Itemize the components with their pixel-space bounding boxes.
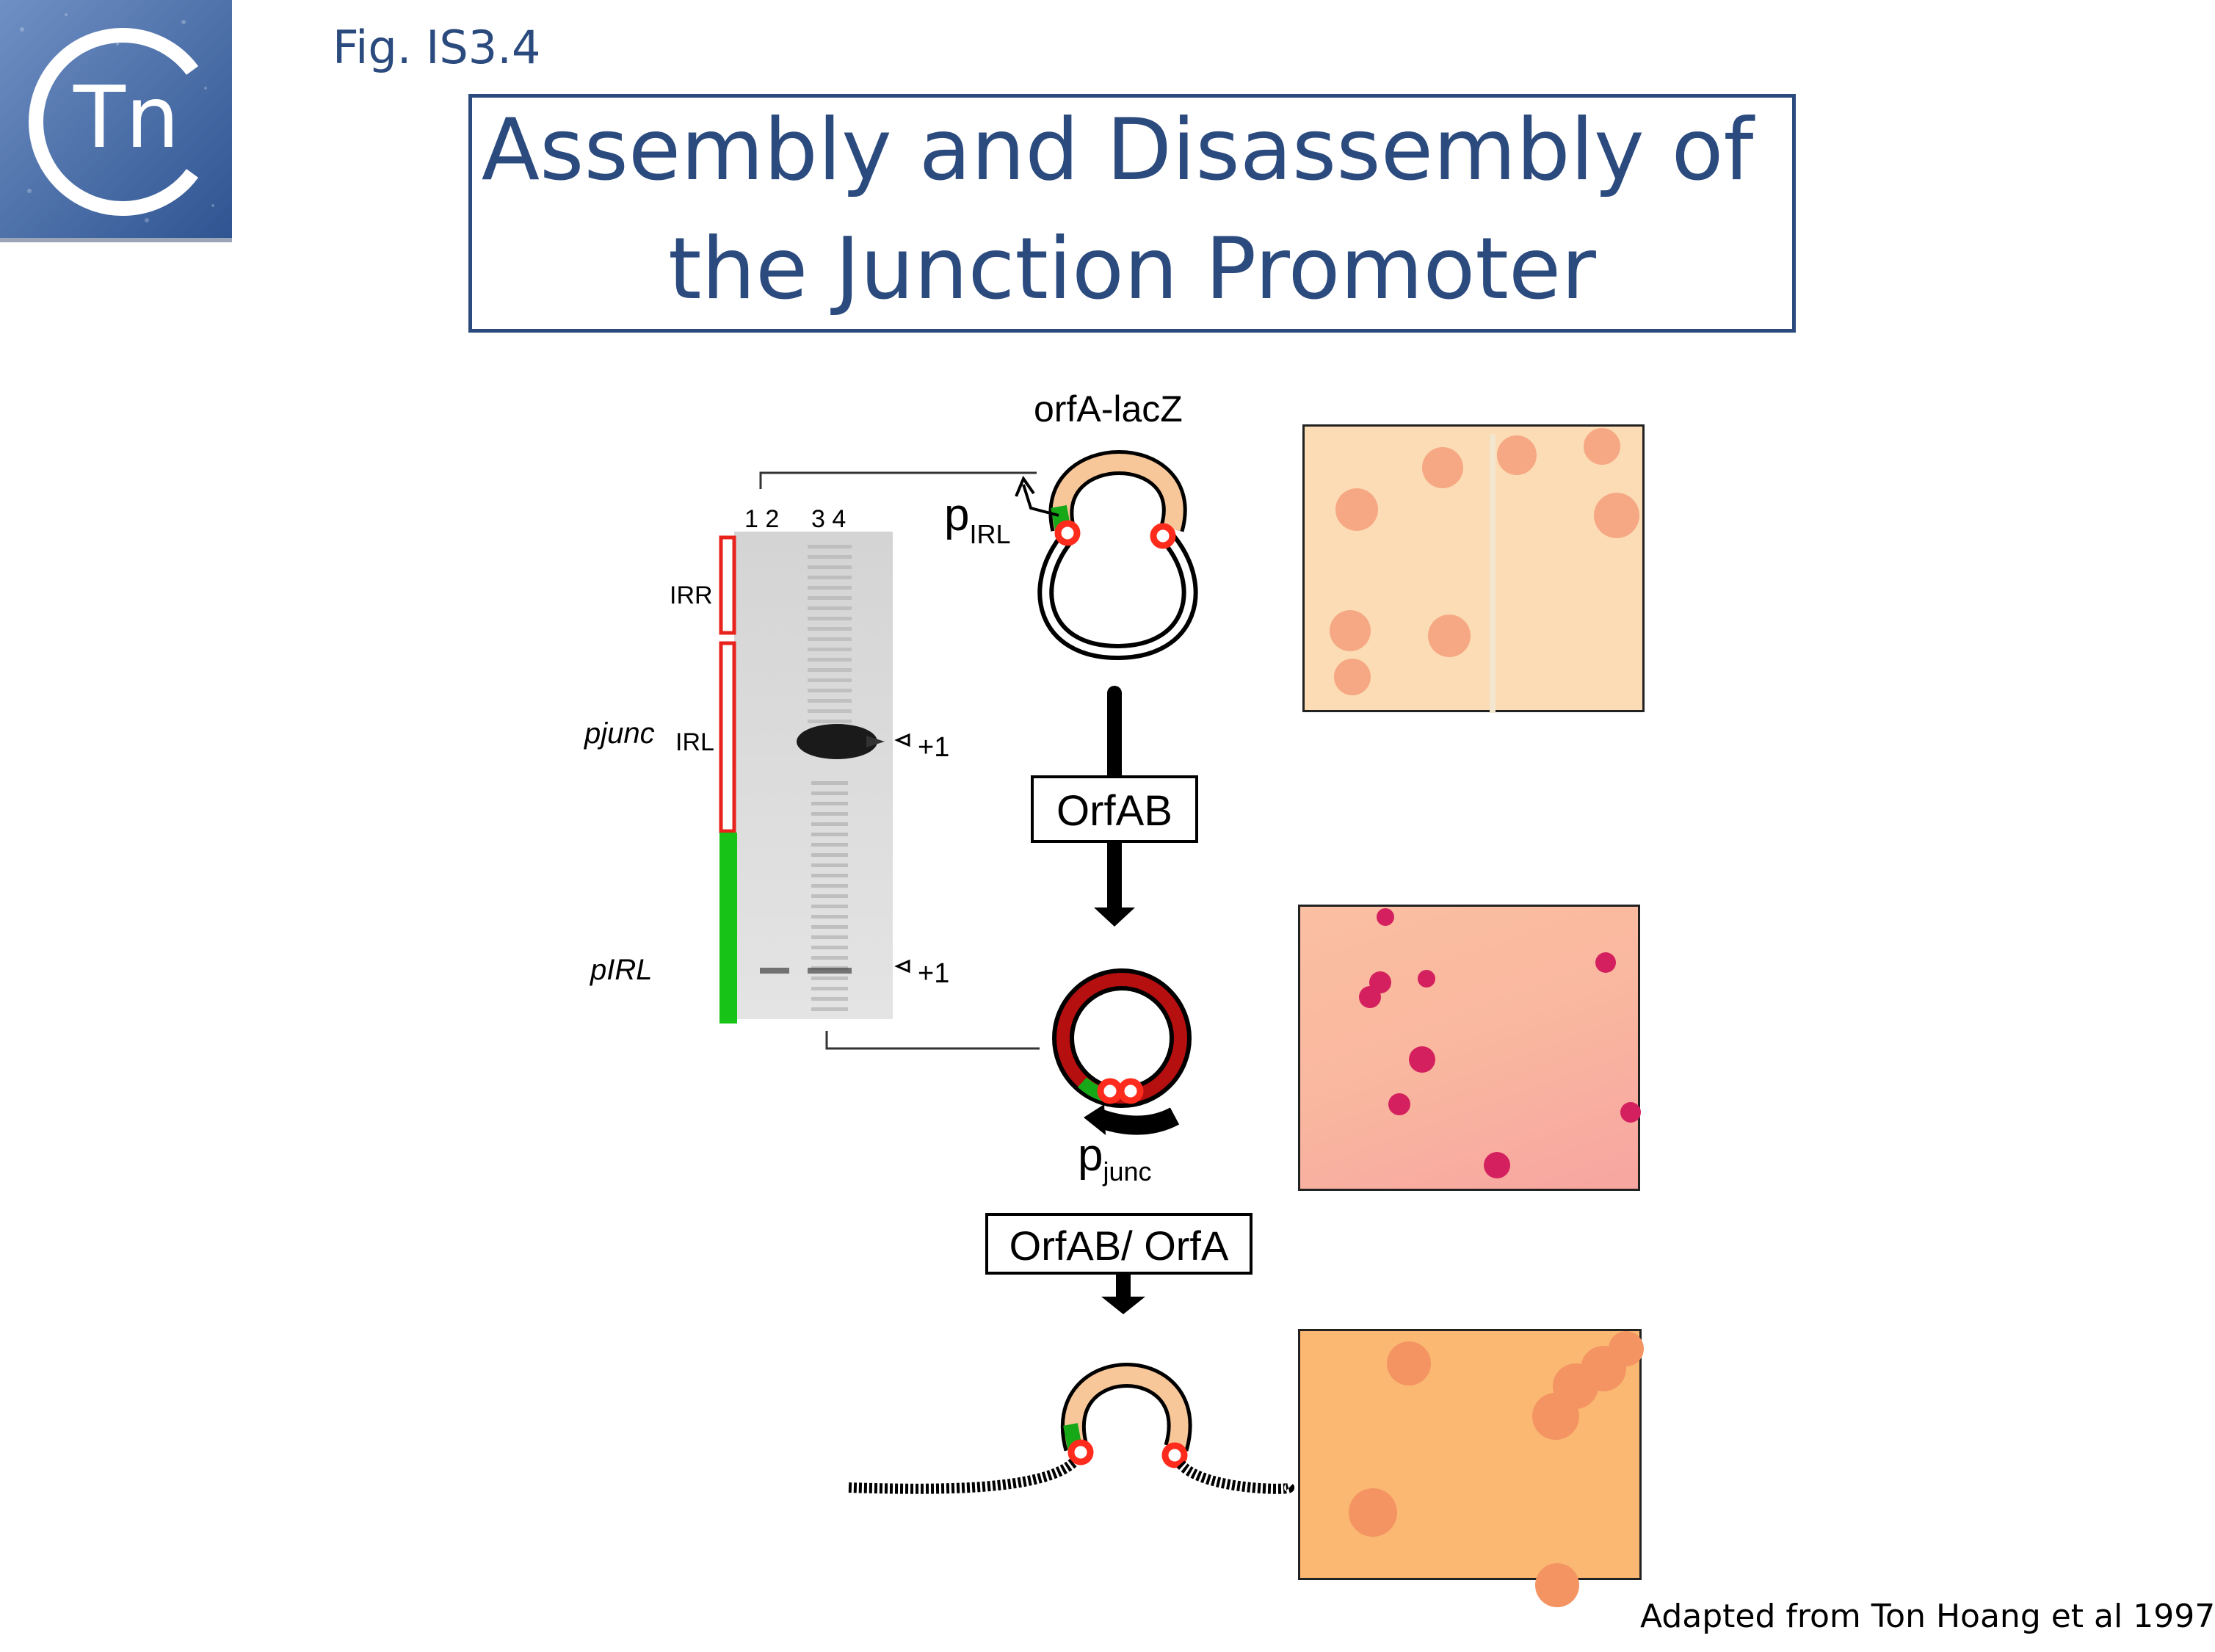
marker-bottom-label: +1 xyxy=(918,958,949,989)
irl-label: IRL xyxy=(675,728,714,756)
title-line-2: the Junction Promoter xyxy=(668,220,1596,319)
pirl-bar xyxy=(719,833,737,1024)
arrow-2-head-icon xyxy=(1101,1297,1145,1314)
arrow-1-head-icon xyxy=(1094,907,1135,927)
lane-label-12: 1 2 xyxy=(744,505,779,533)
credit-text: Adapted from Ton Hoang et al 1997 xyxy=(1640,1598,2215,1635)
pirl-label: pIRL xyxy=(590,954,653,986)
figure-label: Fig. IS3.4 xyxy=(333,21,541,74)
plate-bottom xyxy=(1298,1329,1644,1607)
circle-construct xyxy=(1052,968,1192,1135)
connector-top xyxy=(759,471,1037,489)
logo-text: Tn xyxy=(73,68,179,167)
title-line-1: Assembly and Disassembly of xyxy=(481,101,1754,200)
gel-image xyxy=(734,532,893,1019)
pjunc-label: pjunc xyxy=(584,717,655,750)
marker-arrow-bottom-icon xyxy=(894,959,910,974)
inserted-construct xyxy=(848,1363,1295,1494)
orfab-orfa-label: OrfAB/ OrfA xyxy=(1009,1222,1229,1269)
irr-bar xyxy=(719,535,736,635)
orfab-box xyxy=(1031,775,1198,843)
plate-top xyxy=(1302,424,1645,713)
irl-bar xyxy=(719,641,736,833)
marker-arrow-top-icon xyxy=(894,733,910,747)
irr-label: IRR xyxy=(670,582,713,609)
tn-logo: Tn xyxy=(0,0,232,242)
plate-middle xyxy=(1298,905,1641,1191)
marker-top-label: +1 xyxy=(918,732,949,763)
dumbbell-construct xyxy=(1015,450,1198,661)
title-box: Assembly and Disassembly of the Junction… xyxy=(468,94,1796,333)
lane-label-34: 3 4 xyxy=(811,505,846,533)
pirl-promoter-label: pIRL xyxy=(944,490,1011,549)
connector-bottom xyxy=(825,1031,1040,1050)
pjunc-promoter-label: pjunc xyxy=(1078,1130,1152,1187)
orfa-lacz-label: orfA-lacZ xyxy=(1034,388,1183,430)
orfab-label: OrfAB xyxy=(1056,787,1172,835)
